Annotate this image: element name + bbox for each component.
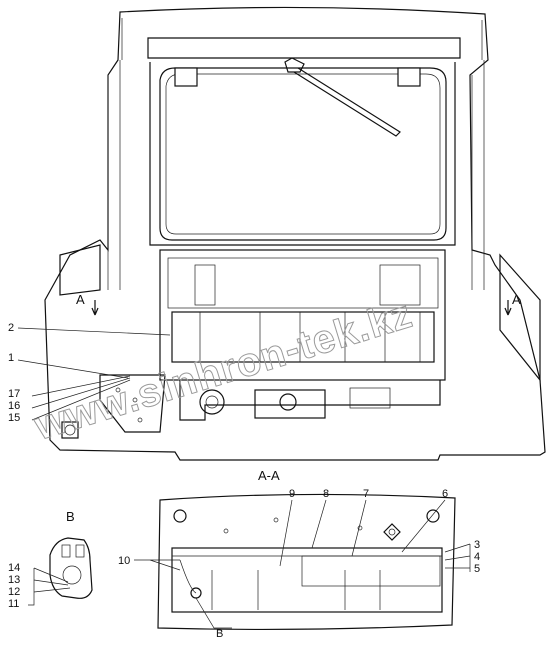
detail-b-view: B 14 13 12 11 <box>8 509 93 610</box>
main-view: A A 2 1 17 16 15 <box>8 6 546 461</box>
watermark: www.sinhron-tek.kz <box>29 292 418 449</box>
section-a-a-title: A-A <box>258 468 280 483</box>
callout-1: 1 <box>8 352 14 364</box>
callout-17: 17 <box>8 388 20 400</box>
section-marker-left: A <box>76 292 85 307</box>
callout-11: 11 <box>8 598 19 610</box>
section-a-a-view: A-A B 9 8 7 6 10 3 4 5 <box>118 468 480 640</box>
callout-12: 12 <box>8 586 20 598</box>
detail-b-ref: B <box>216 628 223 640</box>
callout-4: 4 <box>474 551 480 563</box>
callout-8: 8 <box>323 488 329 500</box>
section-marker-right: A <box>512 292 521 307</box>
callout-6: 6 <box>442 488 448 500</box>
callout-5: 5 <box>474 563 480 575</box>
callout-10: 10 <box>118 555 130 567</box>
callout-2: 2 <box>8 322 14 334</box>
callout-9: 9 <box>289 488 295 500</box>
callout-14: 14 <box>8 562 20 574</box>
detail-b-title: B <box>66 509 75 524</box>
callout-16: 16 <box>8 400 20 412</box>
callout-7: 7 <box>363 488 369 500</box>
callout-13: 13 <box>8 574 20 586</box>
callout-3: 3 <box>474 539 480 551</box>
callout-15: 15 <box>8 412 20 424</box>
